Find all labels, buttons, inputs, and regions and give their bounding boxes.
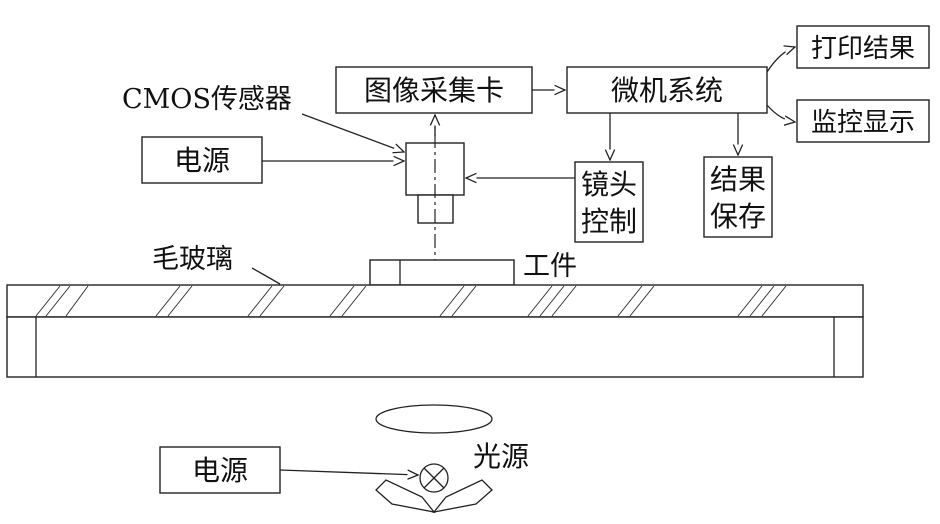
frosted-glass-leader xyxy=(251,267,281,285)
micro-to-monitor-arrow xyxy=(766,104,795,122)
power-to-lamp-arrow xyxy=(279,469,418,475)
light-source-label: 光源 xyxy=(473,440,529,473)
lamp-icon xyxy=(419,463,449,493)
power-supply-top-block: 电源 xyxy=(141,136,263,184)
image-capture-card-block: 图像采集卡 xyxy=(335,66,533,114)
reflector-right xyxy=(432,479,493,513)
reflector-left xyxy=(375,479,436,513)
monitor-display-block: 监控显示 xyxy=(796,99,930,143)
lens-ellipse xyxy=(375,404,493,434)
image-capture-card-label: 图像采集卡 xyxy=(364,74,504,107)
microcomputer-system-block: 微机系统 xyxy=(566,66,768,114)
monitor-display-label: 监控显示 xyxy=(811,108,915,138)
workpiece-label: 工件 xyxy=(523,251,577,282)
lens-control-label-line2: 控制 xyxy=(581,205,637,238)
frosted-glass-platform xyxy=(6,284,864,378)
microcomputer-system-label: 微机系统 xyxy=(611,74,723,107)
cmos-sensor-label: CMOS传感器 xyxy=(122,84,292,115)
print-results-block: 打印结果 xyxy=(796,25,930,69)
cmos-sensor-leader xyxy=(301,113,404,152)
lens-control-block: 镜头 控制 xyxy=(574,161,644,243)
light-source-assembly xyxy=(375,404,493,513)
power-supply-bottom-block: 电源 xyxy=(159,446,281,494)
result-save-block: 结果 保存 xyxy=(703,156,773,238)
print-results-label: 打印结果 xyxy=(811,34,915,64)
result-save-label-line2: 保存 xyxy=(710,200,766,233)
micro-to-print-arrow xyxy=(766,47,795,73)
power-supply-bottom-label: 电源 xyxy=(192,454,248,487)
result-save-label-line1: 结果 xyxy=(710,163,766,196)
power-supply-top-label: 电源 xyxy=(174,144,230,177)
lens-control-label-line1: 镜头 xyxy=(581,168,637,201)
frosted-glass-hatching xyxy=(35,285,787,317)
workpiece-block xyxy=(369,259,515,286)
frosted-glass-label: 毛玻璃 xyxy=(152,244,233,275)
